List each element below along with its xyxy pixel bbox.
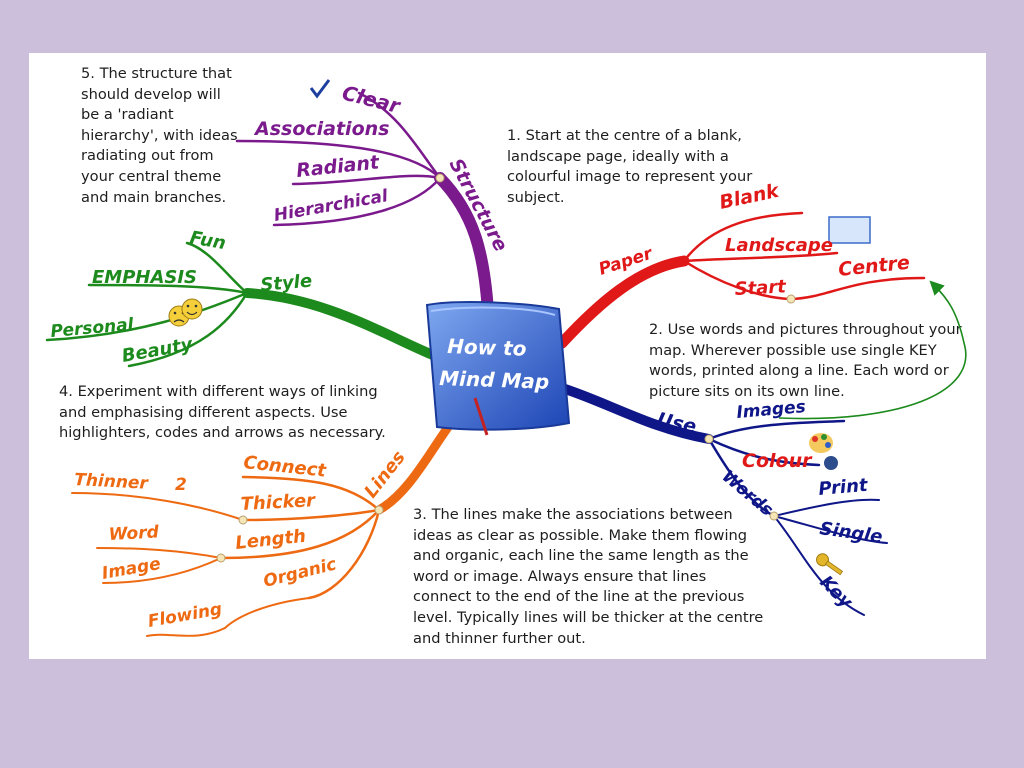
check-icon <box>309 79 331 99</box>
branch-style <box>45 241 445 368</box>
slide-canvas: 5. The structure that should develop wil… <box>29 53 986 659</box>
label-blank: Blank <box>717 180 782 214</box>
label-word: Word <box>108 522 160 545</box>
label-two: 2 <box>175 475 187 495</box>
label-single: Single <box>818 518 884 548</box>
note-start-centre: 1. Start at the centre of a blank, lands… <box>507 127 753 206</box>
label-radiant: Radiant <box>295 151 381 182</box>
key-icon <box>816 553 844 576</box>
branch-paper <box>556 211 926 349</box>
branch-structure <box>235 91 494 317</box>
label-flowing: Flowing <box>146 599 223 632</box>
label-centre: Centre <box>837 252 911 281</box>
center-title-line1: How to <box>447 334 527 361</box>
label-emphasis: EMPHASIS <box>92 267 197 288</box>
label-landscape: Landscape <box>725 235 833 256</box>
center-title-line2: Mind Map <box>439 366 550 394</box>
note-structure: 5. The structure that should develop wil… <box>81 65 238 206</box>
label-length: Length <box>234 526 307 554</box>
label-colour: Colour <box>742 450 813 472</box>
label-style: Style <box>260 271 313 296</box>
label-organic: Organic <box>261 554 338 591</box>
label-use: Use <box>655 408 698 438</box>
palette-icon <box>809 433 838 470</box>
mind-map: Clear Associations Radiant Hierarchical … <box>45 79 967 637</box>
label-thinner: Thinner <box>74 470 150 494</box>
note-lines: 3. The lines make the associations betwe… <box>413 506 764 647</box>
label-start: Start <box>734 276 788 300</box>
label-associations: Associations <box>253 118 389 140</box>
central-image <box>425 301 571 436</box>
label-words: Words <box>718 467 777 521</box>
note-experiment: 4. Experiment with different ways of lin… <box>59 383 386 442</box>
label-beauty: Beauty <box>120 334 195 367</box>
connector-arrow <box>778 280 967 420</box>
label-print: Print <box>818 475 870 500</box>
label-fun: Fun <box>188 227 227 254</box>
smiley-faces-icon <box>168 298 203 327</box>
branch-lines <box>71 418 456 637</box>
branch-use <box>557 383 888 616</box>
label-clear: Clear <box>340 81 404 119</box>
note-words-pictures: 2. Use words and pictures throughout you… <box>649 321 962 400</box>
label-personal: Personal <box>50 315 136 342</box>
label-thicker: Thicker <box>240 490 316 515</box>
landscape-page-icon <box>828 216 871 244</box>
